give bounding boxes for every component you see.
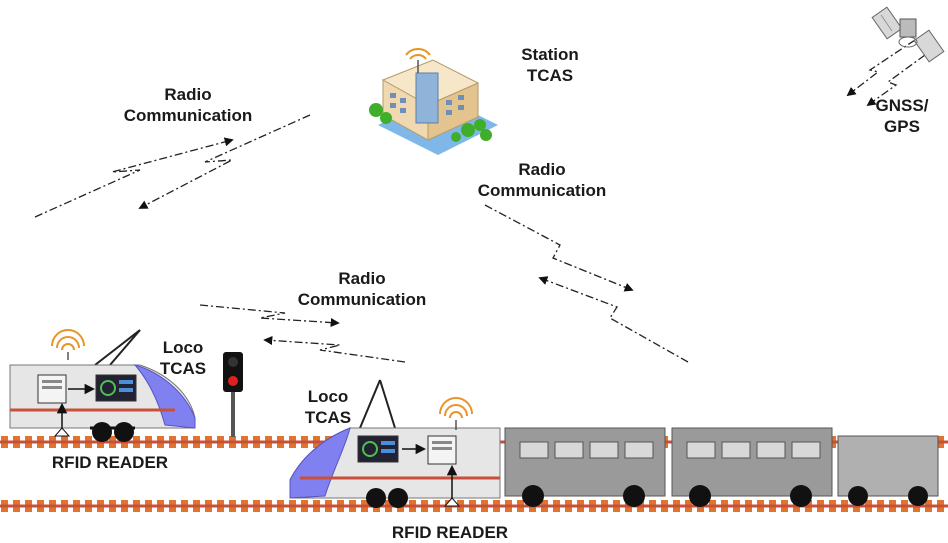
lower-track	[0, 500, 948, 512]
gnss-label: GNSS/ GPS	[862, 95, 942, 137]
radio-link-middle	[199, 304, 406, 363]
loco-label-left-line1: Loco	[162, 338, 204, 357]
wagon-2	[671, 427, 833, 507]
radio-label-right-line2: Communication	[477, 181, 607, 200]
gnss-link	[846, 39, 926, 107]
loco-label-left-line2: TCAS	[159, 359, 207, 378]
loco-label-right: Loco TCAS	[293, 386, 363, 428]
radio-label-top-left-line2: Communication	[123, 106, 253, 125]
radio-label-right-line1: Radio	[518, 160, 566, 179]
loco-label-right-line2: TCAS	[304, 408, 352, 427]
radio-link-right	[484, 204, 689, 363]
wagon-1	[504, 427, 666, 507]
satellite-icon	[871, 6, 945, 63]
radio-label-middle-line1: Radio	[338, 269, 386, 288]
wagon-3	[837, 435, 939, 506]
right-rfid-tag	[443, 497, 461, 507]
station-building-icon	[369, 48, 498, 155]
radio-label-middle-line2: Communication	[297, 290, 427, 309]
gnss-label-line2: GPS	[884, 117, 920, 136]
rfid-label-bottom: RFID READER	[391, 523, 509, 542]
station-label: Station TCAS	[500, 44, 600, 86]
radio-label-top-left-line1: Radio	[164, 85, 212, 104]
loco-label-left: Loco TCAS	[148, 337, 218, 379]
display-panel-icon	[95, 374, 137, 402]
antenna-icon	[439, 397, 473, 430]
left-rfid-tag	[53, 427, 71, 437]
display-panel-icon	[357, 435, 399, 463]
computer-icon	[427, 435, 457, 465]
rfid-label-left: RFID READER	[51, 453, 169, 472]
radio-link-top-left	[34, 114, 311, 218]
computer-icon	[37, 374, 67, 404]
station-label-line2: TCAS	[526, 66, 574, 85]
signal-light-icon	[223, 352, 243, 437]
radio-label-top-left: Radio Communication	[108, 84, 268, 126]
radio-label-middle: Radio Communication	[282, 268, 442, 310]
gnss-label-line1: GNSS/	[875, 96, 929, 115]
radio-label-right: Radio Communication	[462, 159, 622, 201]
antenna-icon	[51, 329, 85, 360]
loco-label-right-line1: Loco	[307, 387, 349, 406]
station-label-line1: Station	[521, 45, 579, 64]
